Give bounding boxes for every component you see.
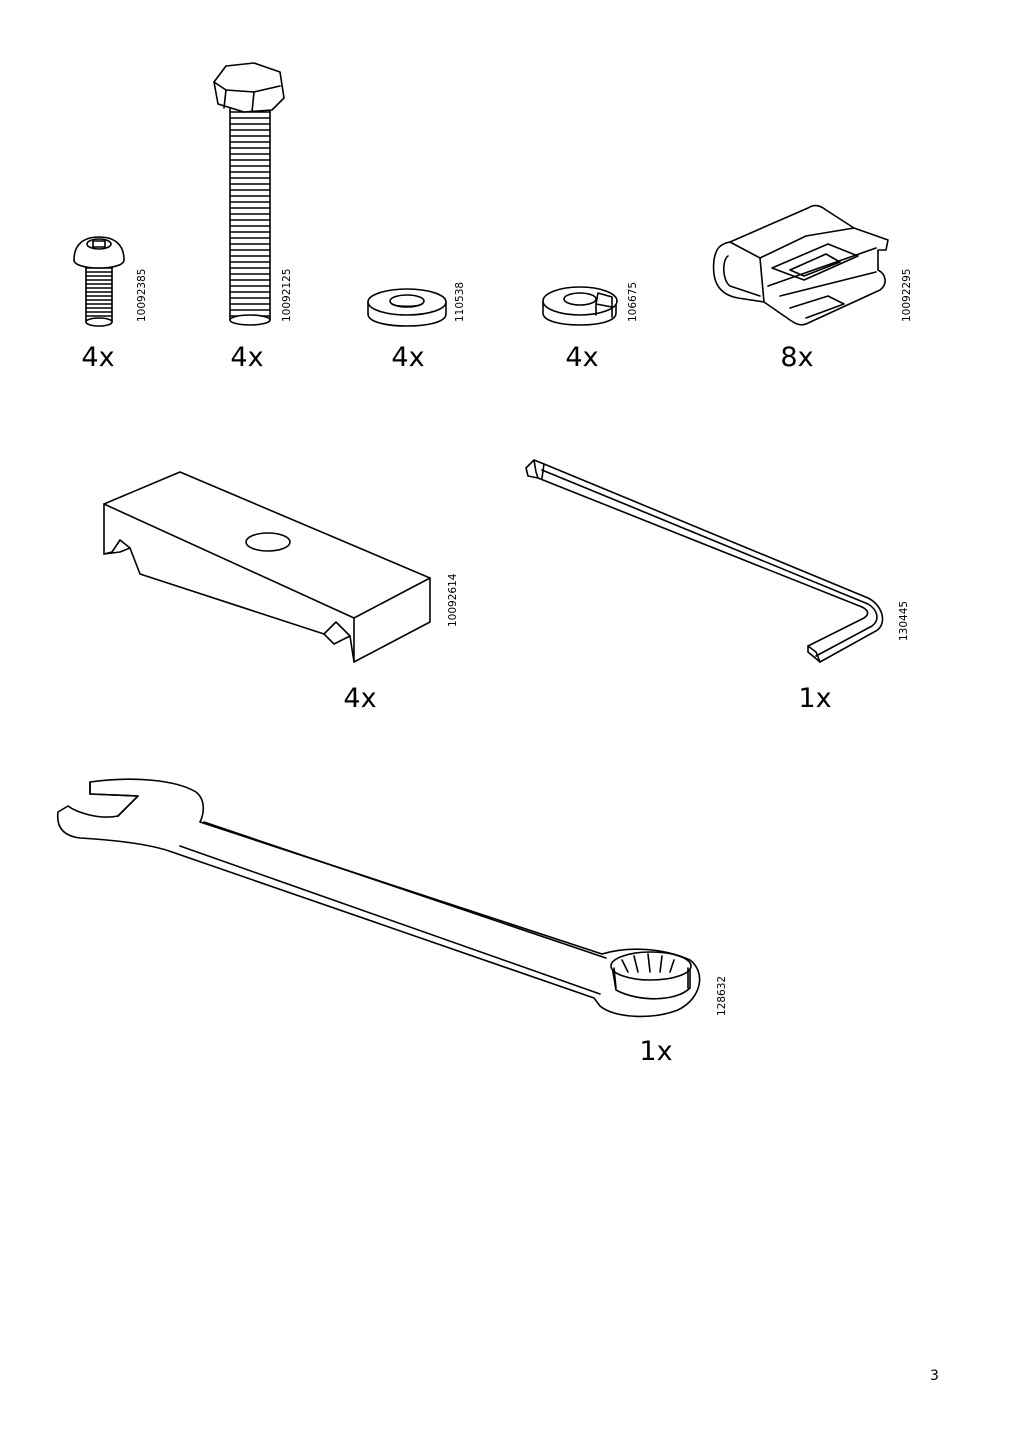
article-number: 128632 (716, 975, 728, 1016)
button-head-screw-icon (73, 236, 125, 327)
bracket-clip-icon (712, 204, 889, 326)
combination-wrench-icon (56, 778, 701, 1018)
quantity-label: 8x (780, 342, 814, 373)
quantity-label: 4x (343, 683, 377, 714)
article-number: 10092295 (901, 268, 913, 322)
page-number: 3 (930, 1368, 939, 1384)
flat-washer-icon (367, 288, 447, 327)
quantity-label: 1x (798, 683, 832, 714)
allen-key-icon (525, 459, 884, 663)
article-number: 10092125 (281, 268, 293, 322)
quantity-label: 4x (230, 342, 264, 373)
article-number: 106675 (627, 281, 639, 322)
article-number: 130445 (898, 600, 910, 641)
article-number: 110538 (454, 281, 466, 322)
hex-bolt-icon (213, 62, 285, 326)
spring-washer-icon (542, 286, 618, 326)
quantity-label: 4x (81, 342, 115, 373)
slotted-block-icon (103, 471, 431, 663)
quantity-label: 4x (391, 342, 425, 373)
quantity-label: 1x (639, 1036, 673, 1067)
quantity-label: 4x (565, 342, 599, 373)
article-number: 10092385 (136, 268, 148, 322)
article-number: 10092614 (447, 573, 459, 627)
